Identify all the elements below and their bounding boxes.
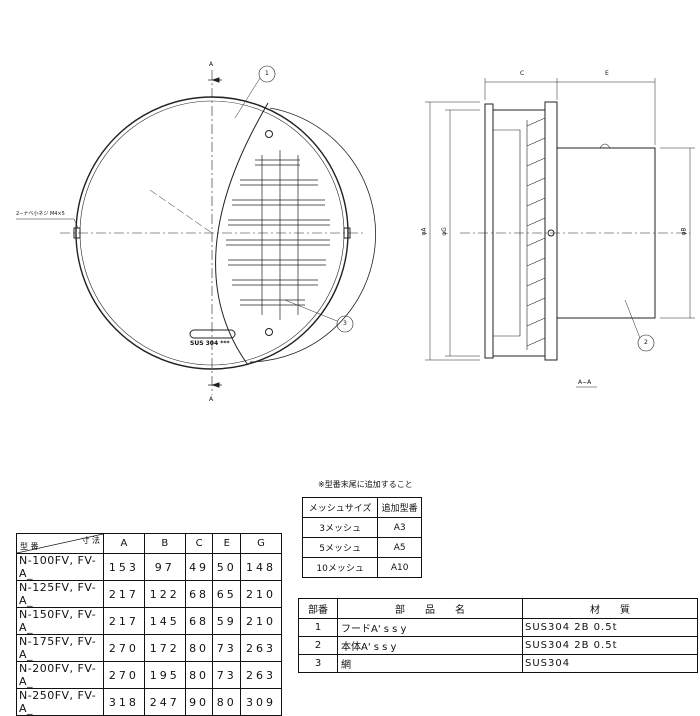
dim-phi-b: φB xyxy=(680,227,688,236)
value-cell: 49 xyxy=(184,553,214,581)
part-name-cell: 網 xyxy=(337,654,523,673)
model-cell: N-100FV, FV-A_ xyxy=(16,553,104,581)
value-cell: 145 xyxy=(143,607,186,635)
balloon-3: 3 xyxy=(343,320,347,327)
value-cell: 65 xyxy=(212,580,242,608)
part-name-header: 部 品 名 xyxy=(337,598,523,619)
balloon-1: 1 xyxy=(265,70,269,77)
model-cell: N-200FV, FV-A_ xyxy=(16,661,104,689)
col-a: A xyxy=(103,533,145,554)
value-cell: 195 xyxy=(143,661,186,689)
suffix-cell: A3 xyxy=(377,517,422,538)
col-b: B xyxy=(143,533,186,554)
front-view xyxy=(16,65,376,395)
mesh-note: ※型番末尾に追加すること xyxy=(318,480,413,489)
section-mark-bottom: A xyxy=(209,396,214,403)
col-c: C xyxy=(184,533,214,554)
mesh-size-header: メッシュサイズ xyxy=(301,497,379,518)
value-cell: 148 xyxy=(240,553,282,581)
header-diagonal-cell: 型 番 寸 法 xyxy=(16,533,104,554)
value-cell: 97 xyxy=(143,553,186,581)
value-cell: 309 xyxy=(240,688,282,716)
col-g: G xyxy=(240,533,282,554)
material-cell: SUS304 2B 0.5t xyxy=(522,618,698,637)
suffix-header: 追加型番 xyxy=(377,497,422,518)
value-cell: 263 xyxy=(240,634,282,662)
value-cell: 217 xyxy=(103,580,145,608)
dim-e: E xyxy=(605,70,609,77)
dim-phi-g: φG xyxy=(440,227,448,236)
mesh-size-cell: 10メッシュ xyxy=(301,557,379,578)
model-cell: N-150FV, FV-A_ xyxy=(16,607,104,635)
part-no-cell: 2 xyxy=(298,636,338,655)
value-cell: 50 xyxy=(212,553,242,581)
value-cell: 80 xyxy=(184,634,214,662)
material-cell: SUS304 2B 0.5t xyxy=(522,636,698,655)
value-cell: 80 xyxy=(212,688,242,716)
model-cell: N-175FV, FV-A_ xyxy=(16,634,104,662)
value-cell: 217 xyxy=(103,607,145,635)
model-cell: N-250FV, FV-A_ xyxy=(16,688,104,716)
dim-phi-a: φA xyxy=(420,227,428,236)
value-cell: 318 xyxy=(103,688,145,716)
value-cell: 172 xyxy=(143,634,186,662)
part-no-cell: 3 xyxy=(298,654,338,673)
mesh-size-cell: 5メッシュ xyxy=(301,537,379,558)
value-cell: 247 xyxy=(143,688,186,716)
part-no-header: 部番 xyxy=(298,598,338,619)
value-cell: 270 xyxy=(103,634,145,662)
section-mark-top: A xyxy=(209,61,214,68)
suffix-cell: A5 xyxy=(377,537,422,558)
header-model: 型 番 xyxy=(20,542,39,551)
value-cell: 73 xyxy=(212,661,242,689)
value-cell: 80 xyxy=(184,661,214,689)
value-cell: 210 xyxy=(240,580,282,608)
section-label: A−A xyxy=(578,379,592,386)
value-cell: 263 xyxy=(240,661,282,689)
value-cell: 68 xyxy=(184,580,214,608)
col-e: E xyxy=(212,533,242,554)
part-name-cell: フードA' s s y xyxy=(337,618,523,637)
value-cell: 59 xyxy=(212,607,242,635)
technical-drawing xyxy=(16,65,695,395)
part-name-cell: 本体A' s s y xyxy=(337,636,523,655)
value-cell: 90 xyxy=(184,688,214,716)
suffix-cell: A10 xyxy=(377,557,422,578)
balloon-2: 2 xyxy=(644,339,648,346)
value-cell: 270 xyxy=(103,661,145,689)
material-cell: SUS304 xyxy=(522,654,698,673)
value-cell: 122 xyxy=(143,580,186,608)
value-cell: 210 xyxy=(240,607,282,635)
material-stamp: SUS 304 *** xyxy=(190,340,230,347)
header-dimension: 寸 法 xyxy=(81,536,100,545)
screw-note: 2−ナベ小ネジ M4×5 xyxy=(16,211,65,217)
model-cell: N-125FV, FV-A_ xyxy=(16,580,104,608)
side-view xyxy=(425,78,695,388)
mesh-size-cell: 3メッシュ xyxy=(301,517,379,538)
material-header: 材 質 xyxy=(522,598,698,619)
dim-c: C xyxy=(520,70,525,77)
part-no-cell: 1 xyxy=(298,618,338,637)
value-cell: 68 xyxy=(184,607,214,635)
value-cell: 73 xyxy=(212,634,242,662)
value-cell: 153 xyxy=(103,553,145,581)
